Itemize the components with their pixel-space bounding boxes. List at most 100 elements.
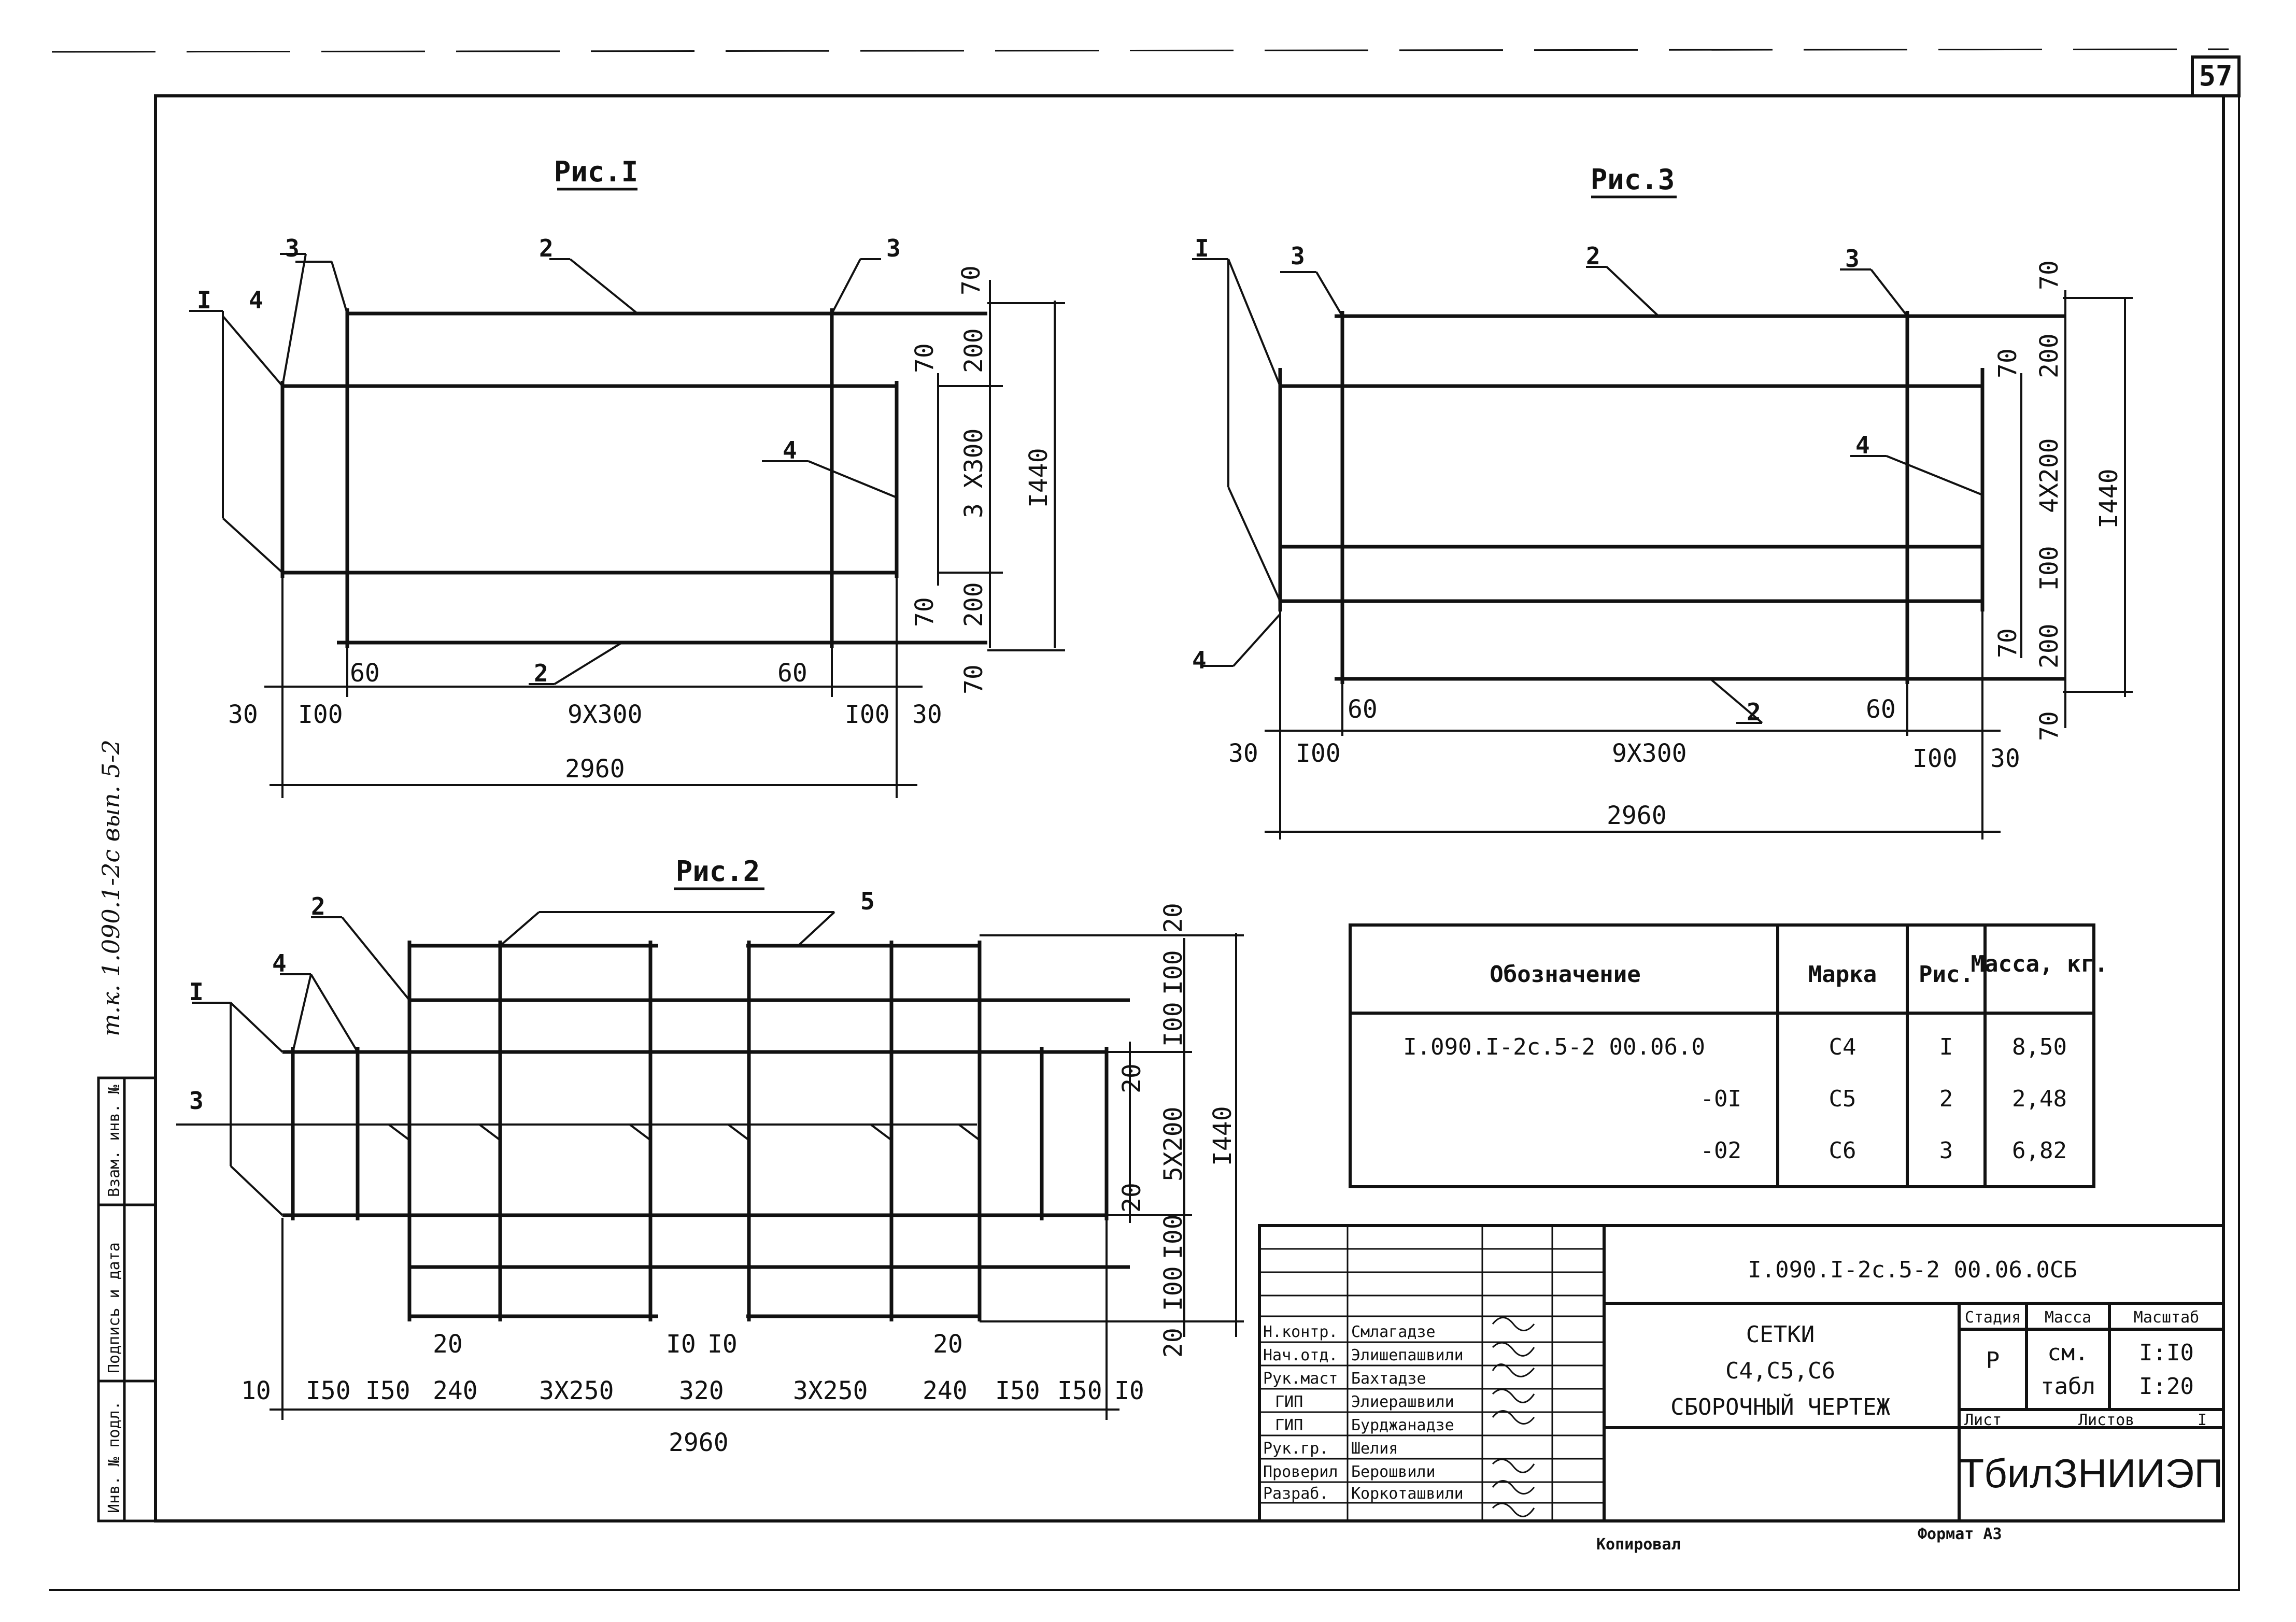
tb-role-8: Разраб. [1263,1485,1328,1503]
fig2-dim-r8: I00 [1159,1266,1188,1311]
figure-2: Рис.2 [176,855,1244,1457]
fig3-leader-1: I [1195,234,1209,262]
spec-header-fig: Рис. [1919,961,1974,988]
fig1-dim-r1: 70 [957,265,986,295]
fig3-leader-4a: 4 [1855,431,1870,459]
fig3-caption: Рис.3 [1591,163,1675,196]
tb-name-2: Элишепашвили [1351,1346,1464,1364]
stamp-inv: Инв. № подл. [105,1401,123,1513]
tb-name-1: Смлагадзе [1351,1323,1436,1341]
fig2-dim-t3: I0 [707,1330,738,1359]
fig1-caption: Рис.I [554,155,639,188]
spec-table: Обозначение Марка Рис. Масса, кг. I.090.… [1349,923,2108,1188]
fig2-dim-r7: I00 [1159,1214,1188,1259]
tb-role-7: Проверил [1263,1463,1338,1481]
fig2-caption: Рис.2 [676,855,760,888]
fig1-leader-2b: 2 [534,659,548,687]
tb-role-1: Н.контр. [1263,1323,1338,1341]
fig1-dim-b6: I00 [845,700,890,729]
fig2-dim-r1: 20 [1159,903,1188,933]
fig3-dim-r6: 70 [1993,628,2022,658]
left-stamp [97,1076,157,1523]
fig3-dim-r8: 70 [2035,711,2064,741]
fig1-dim-b5: 9X300 [568,700,643,729]
spec-row3-designation: -02 [1700,1137,1741,1164]
fig3-dim-b5: 9X300 [1612,739,1687,768]
fig2-dim-r2: I00 [1159,950,1188,995]
spec-row3-mark: С6 [1829,1137,1856,1164]
fig1-dim-r5: 70 [910,597,939,627]
fig3-dim-total-w: 2960 [1607,801,1667,830]
fig1-leader-4b: 4 [783,436,797,464]
spec-row3-fig: 3 [1939,1137,1953,1164]
fig3-leader-3b: 3 [1845,245,1860,273]
fig3-dim-r1: 70 [2035,260,2064,290]
tb-role-5: ГИП [1275,1416,1303,1434]
fig3-dim-b3: 30 [1228,739,1258,768]
page-number: 57 [2199,60,2232,92]
fig1-dim-b3: 30 [228,700,258,729]
fig1-leader-3b: 3 [886,234,901,262]
drawing-frame [154,94,2225,1523]
fig2-dim-r5: 5X200 [1159,1107,1188,1182]
organization: ТбилЗНИИЭП [1959,1450,2223,1496]
fig2-dim-b6: 320 [679,1376,724,1405]
spec-row1-mass: 8,50 [2012,1034,2067,1060]
tb-name-3: Бахтадзе [1351,1370,1426,1388]
spec-row2-mark: С5 [1829,1086,1856,1112]
fig2-dim-r9: 20 [1159,1328,1188,1358]
fig2-dim-b7: 3X250 [793,1376,868,1405]
fig2-dim-r4: 20 [1117,1063,1146,1093]
copied-label: Копировал [1596,1535,1681,1554]
fig1-dim-r2: 70 [910,343,939,373]
title-line-1: СЕТКИ [1746,1321,1815,1348]
stage-value: Р [1986,1347,2000,1374]
fig2-leader-2: 2 [311,892,325,920]
fig2-dim-b10: I50 [1057,1376,1102,1405]
spec-header-mass: Масса, кг. [1971,951,2108,977]
fig2-dim-b3: I50 [365,1376,410,1405]
title-block: Н.контр. Смлагадзе Нач.отд. Элишепашвили… [1258,1224,2225,1523]
tb-name-4: Элиерашвили [1351,1393,1454,1411]
fig3-dim-r2: 70 [1993,348,2022,378]
fig2-dim-b11: I0 [1114,1376,1144,1405]
tb-name-5: Бурджанадзе [1351,1416,1454,1434]
side-label: т.к. 1.090.1-2с вып. 5-2 [97,739,125,1036]
scale-header: Масштаб [2134,1308,2199,1327]
format-label: Формат А3 [1918,1525,2002,1543]
fig1-dim-r4: 3 X300 [959,429,988,518]
fig3-leader-4b: 4 [1192,646,1207,674]
fig3-dim-r5: I00 [2035,546,2064,591]
mass-value-2: табл [2040,1373,2095,1400]
fig1-leader-3a: 3 [285,234,300,262]
fig1-dim-b1: 60 [350,659,380,688]
fig3-dim-r4: 4X200 [2035,438,2064,514]
fig3-dim-b7: 30 [1990,744,2020,773]
fig2-dim-b9: I50 [995,1376,1040,1405]
fig2-dim-b2: I50 [306,1376,351,1405]
fig3-leader-2b: 2 [1747,698,1761,726]
spec-row2-fig: 2 [1939,1086,1953,1112]
fig2-leader-4: 4 [272,949,287,977]
figure-3: Рис.3 [1192,163,2133,840]
fig3-leader-3a: 3 [1291,242,1305,270]
fig1-dim-b4: I00 [298,700,343,729]
fig1-leader-4a: 4 [249,286,263,314]
sheet-label: Лист [1964,1411,2002,1429]
fig3-dim-b2: 60 [1866,695,1896,724]
fig2-dim-r3: I00 [1159,1002,1188,1047]
fig1-dim-r6: 200 [959,582,988,627]
fig2-dim-total-h: I440 [1208,1106,1237,1166]
title-line-2: С4,С5,С6 [1725,1358,1835,1384]
fig1-leader-2a: 2 [539,234,554,262]
fig1-dim-b7: 30 [912,700,942,729]
stamp-replace-inv: Взам. инв. № [105,1085,123,1197]
tb-name-7: Берошвили [1351,1463,1436,1481]
spec-row1-fig: I [1939,1034,1953,1060]
fig2-dim-t1: 20 [433,1330,463,1359]
tb-role-3: Рук.маст [1263,1370,1338,1388]
spec-row2-mass: 2,48 [2012,1086,2067,1112]
mass-value-1: см. [2047,1340,2088,1366]
fig3-dim-total-h: I440 [2094,468,2123,529]
